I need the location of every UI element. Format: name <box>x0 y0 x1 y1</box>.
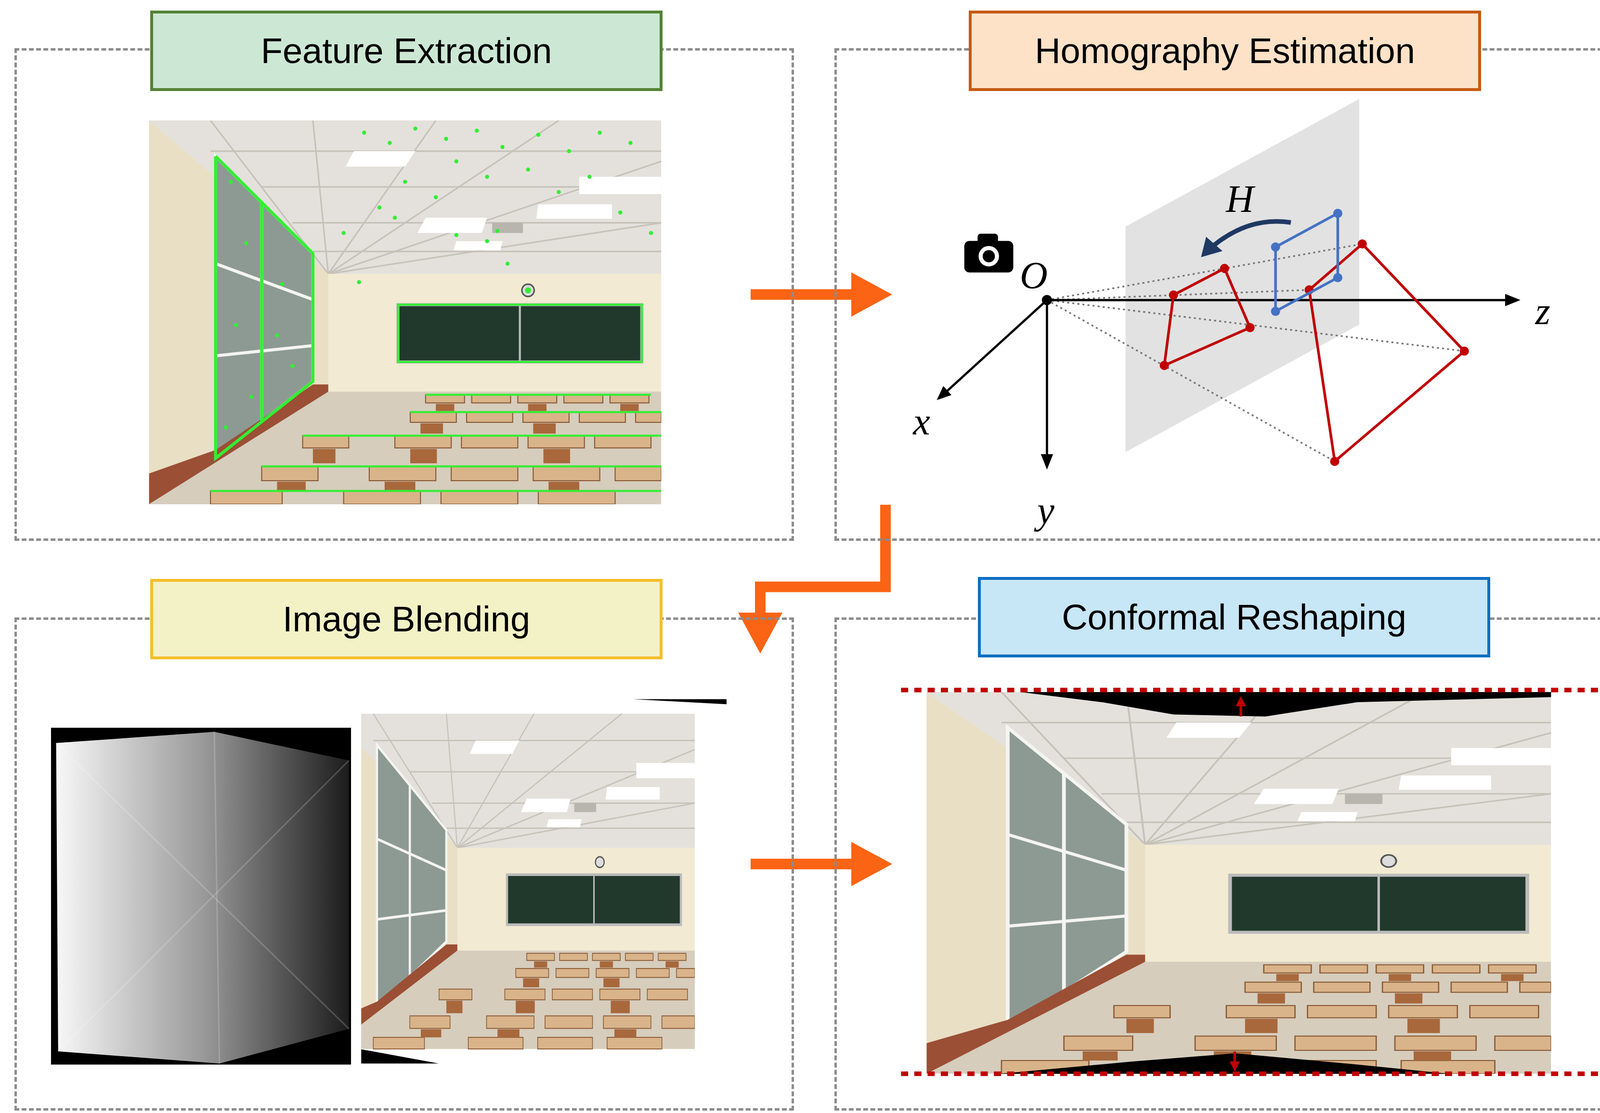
stage-heading-box: Conformal Reshaping <box>977 576 1491 658</box>
stage-heading: Conformal Reshaping <box>1061 597 1407 637</box>
red-quads <box>1164 244 1465 462</box>
arrow-line <box>750 289 856 300</box>
axis-label: z <box>1534 291 1550 331</box>
origin-point <box>1041 294 1053 305</box>
axes <box>944 299 1510 460</box>
blend-border <box>632 699 727 705</box>
reshape-arrows <box>1229 695 1247 1072</box>
blue-vertices <box>1271 208 1343 316</box>
stage-panel: Feature Extraction <box>14 48 794 541</box>
empty-region <box>1000 1053 1449 1074</box>
homography-arrow <box>1214 221 1291 246</box>
stage-heading-box: Feature Extraction <box>150 10 663 92</box>
projection-rays <box>1046 244 1465 462</box>
stage-panel: Image Blending <box>14 617 794 1111</box>
arrow-line <box>750 858 856 870</box>
axis-heads <box>936 293 1521 470</box>
stage-heading: Feature Extraction <box>260 31 553 71</box>
stage-heading: Image Blending <box>282 599 531 639</box>
empty-region <box>1020 691 1551 717</box>
stage-heading-box: Image Blending <box>150 578 663 660</box>
stage-heading: Homography Estimation <box>1034 31 1416 71</box>
blended-photo <box>329 713 695 1049</box>
blue-quad <box>1275 213 1338 312</box>
axis-label: y <box>1037 491 1055 530</box>
arrow-head <box>851 272 893 317</box>
arrow-line <box>760 504 886 617</box>
arrow-head <box>851 841 893 886</box>
blend-border <box>361 1049 439 1064</box>
flow-arrow <box>750 841 893 886</box>
feature-points <box>210 126 662 491</box>
stage-heading-box: Homography Estimation <box>968 10 1482 92</box>
stage-panel: Conformal Reshaping <box>834 617 1600 1111</box>
axis-label: H <box>1225 179 1254 219</box>
homography-figure <box>936 99 1521 470</box>
feature-photo <box>148 120 662 505</box>
camera-icon <box>964 233 1014 273</box>
weight-map <box>51 727 352 1065</box>
homography-arrowhead <box>1200 236 1223 258</box>
axis-label: O <box>1019 256 1048 295</box>
flow-arrow <box>750 272 893 317</box>
stage-panel: Homography Estimation <box>834 48 1600 541</box>
reshaped-photo <box>926 691 1551 1074</box>
axis-label: x <box>912 402 931 441</box>
red-vertices <box>1159 239 1470 466</box>
boundary-lines <box>900 689 1600 1074</box>
flow-arrow <box>738 504 886 654</box>
